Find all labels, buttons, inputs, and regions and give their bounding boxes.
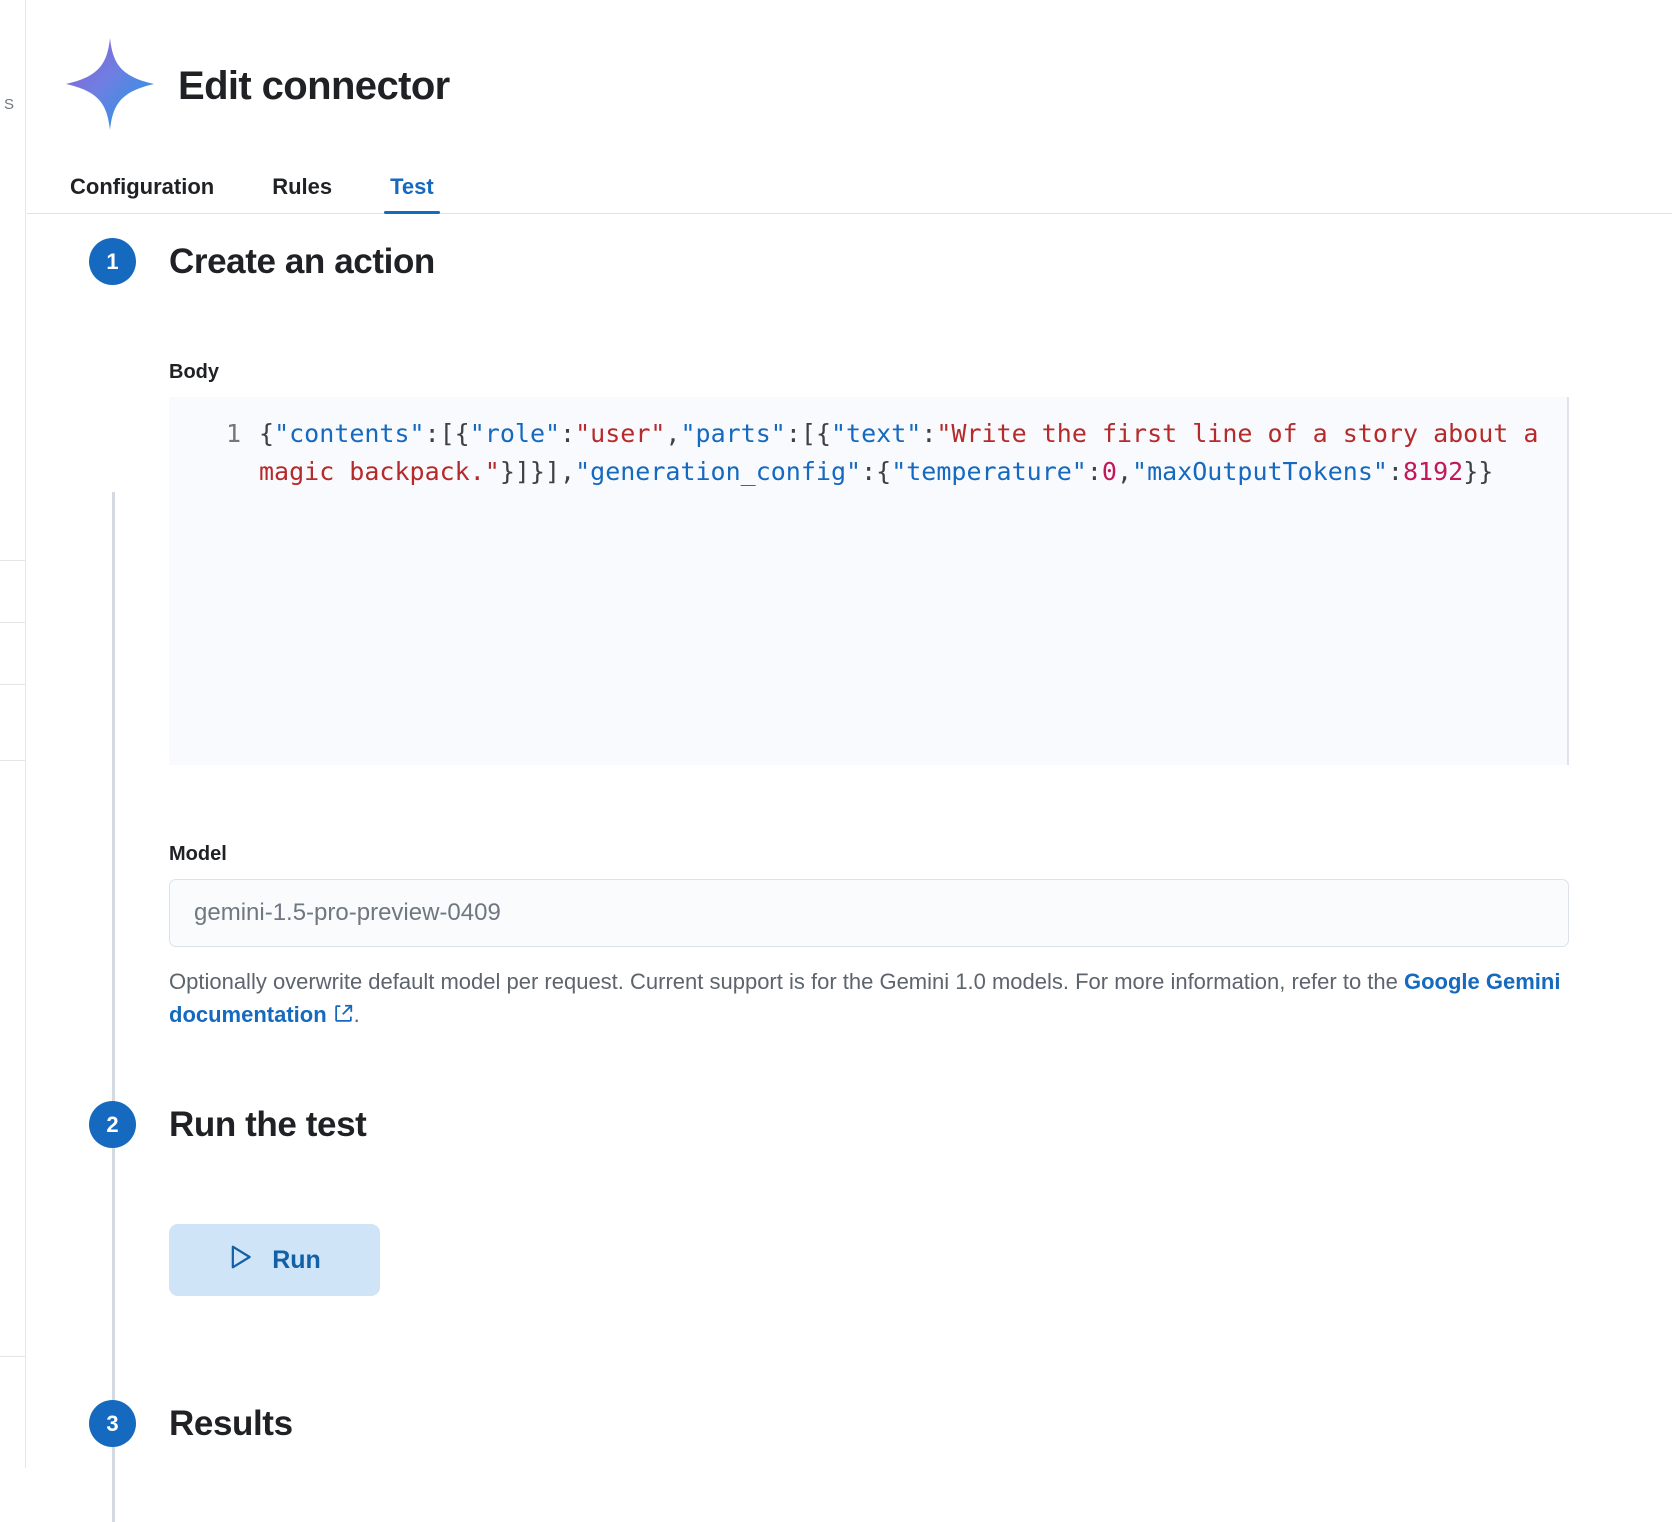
- body-field-label: Body: [169, 361, 219, 383]
- step-badge-2: 2: [89, 1101, 136, 1148]
- edge-truncated-label: S: [4, 96, 15, 113]
- tab-bar: Configuration Rules Test: [27, 158, 1672, 214]
- step-badge-3: 3: [89, 1400, 136, 1447]
- tab-test[interactable]: Test: [384, 173, 440, 214]
- page-title: Edit connector: [178, 63, 450, 108]
- model-field-label: Model: [169, 843, 227, 865]
- panel-header: Edit connector: [27, 0, 1672, 132]
- step-title-run-the-test: Run the test: [169, 1105, 367, 1144]
- step-badge-1: 1: [89, 238, 136, 285]
- window-left-edge: S: [0, 0, 26, 1468]
- play-icon: [228, 1243, 254, 1278]
- gemini-sparkle-icon: [64, 36, 156, 132]
- editor-scrollbar[interactable]: [1567, 397, 1568, 765]
- model-help-text: Optionally overwrite default model per r…: [169, 965, 1569, 1033]
- model-help-sentence: Optionally overwrite default model per r…: [169, 969, 1404, 994]
- link-label: Google Gemini documentation: [169, 969, 1561, 1027]
- model-input[interactable]: [169, 879, 1569, 947]
- step-title-results: Results: [169, 1404, 293, 1443]
- step-1-content: Body 1 {"contents":[{"role":"user","part…: [64, 285, 1672, 1101]
- step-results: 3 Results: [64, 1400, 1672, 1447]
- run-button-label: Run: [272, 1245, 321, 1274]
- step-run-the-test: 2 Run the test: [64, 1101, 1672, 1148]
- external-link-icon: [333, 1000, 354, 1033]
- google-gemini-documentation-link[interactable]: Google Gemini documentation: [169, 969, 1560, 1027]
- model-help-suffix: .: [353, 1002, 360, 1027]
- test-stepper: 1 Create an action Body 1 {"contents":[{…: [27, 214, 1672, 1522]
- step-title-create-an-action: Create an action: [169, 242, 435, 281]
- step-2-content: Run: [64, 1148, 1672, 1400]
- editor-line-number: 1: [225, 419, 241, 448]
- body-code-editor[interactable]: 1 {"contents":[{"role":"user","parts":[{…: [169, 397, 1569, 765]
- run-button[interactable]: Run: [169, 1224, 380, 1296]
- stepper-rail: [112, 492, 115, 1522]
- step-create-an-action: 1 Create an action: [64, 238, 1672, 285]
- tab-rules[interactable]: Rules: [266, 173, 338, 213]
- edit-connector-panel: Edit connector Configuration Rules Test …: [27, 0, 1672, 1522]
- tab-configuration[interactable]: Configuration: [64, 173, 220, 213]
- editor-code-content[interactable]: {"contents":[{"role":"user","parts":[{"t…: [259, 419, 1554, 486]
